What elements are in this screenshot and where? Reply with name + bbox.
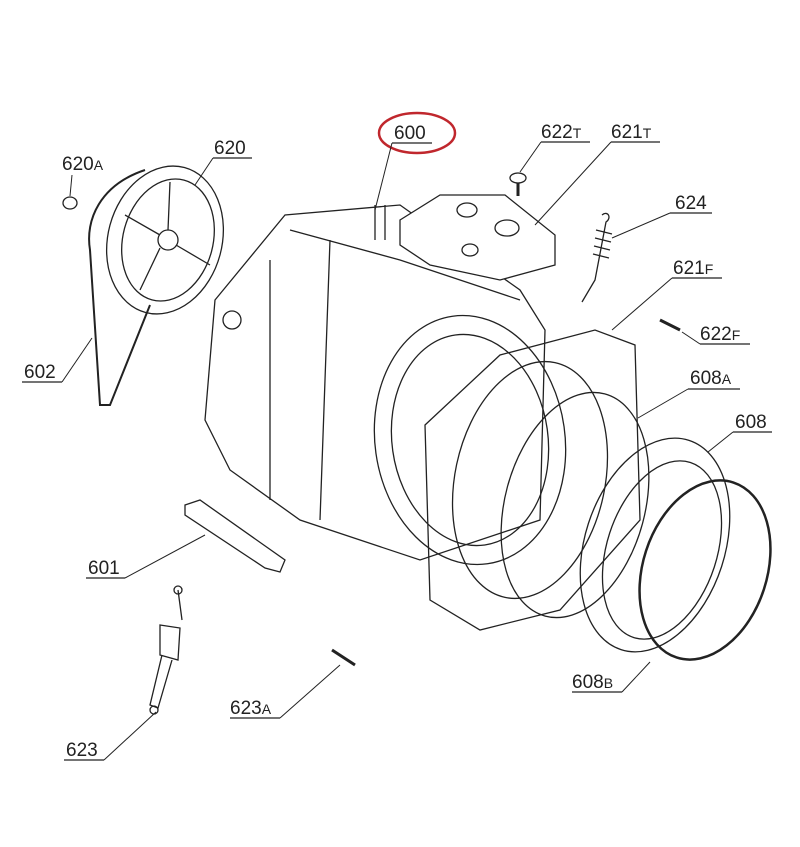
highlight-circle (377, 111, 457, 155)
top-counterweight-621t (399, 194, 556, 281)
svg-text:600: 600 (394, 123, 426, 144)
label-608b[interactable]: 608B (572, 661, 651, 693)
gasket-clip-608a (500, 391, 650, 619)
svg-text:602: 602 (24, 362, 56, 383)
label-623a[interactable]: 623A (230, 664, 341, 719)
label-624[interactable]: 624 (611, 193, 712, 239)
damper-623 (149, 585, 183, 715)
spring-624 (581, 212, 613, 303)
label-622f[interactable]: 622F (681, 324, 750, 345)
pulley-620 (105, 165, 225, 315)
svg-text:620A: 620A (62, 154, 104, 175)
label-620[interactable]: 620 (194, 138, 252, 186)
svg-text:623: 623 (66, 740, 98, 761)
label-608[interactable]: 608 (707, 412, 772, 453)
clamp-ring-608b (638, 479, 772, 661)
label-621f[interactable]: 621F (611, 258, 722, 331)
label-608a[interactable]: 608A (637, 368, 740, 419)
svg-text:621T: 621T (611, 122, 652, 143)
front-counterweight-621f (424, 329, 641, 631)
label-601[interactable]: 601 (86, 534, 206, 579)
svg-text:623A: 623A (230, 698, 272, 719)
svg-text:620: 620 (214, 138, 246, 159)
svg-text:601: 601 (88, 558, 120, 579)
belt-602 (88, 169, 151, 406)
svg-text:622T: 622T (541, 122, 582, 143)
nut-620a (62, 196, 78, 210)
label-621t[interactable]: 621T (534, 122, 660, 226)
label-623[interactable]: 623 (64, 711, 157, 761)
label-622t[interactable]: 622T (519, 122, 590, 173)
svg-text:608: 608 (735, 412, 767, 433)
door-gasket-608 (579, 437, 731, 653)
svg-text:621F: 621F (673, 258, 713, 279)
label-600[interactable]: 600 (374, 123, 432, 211)
screw-622f (659, 318, 681, 332)
svg-text:608A: 608A (690, 368, 732, 389)
label-602[interactable]: 602 (22, 337, 93, 383)
tub-600 (204, 204, 567, 566)
pin-623a (331, 648, 356, 667)
heater-601 (184, 499, 286, 573)
screw-622t (509, 172, 527, 196)
svg-text:622F: 622F (700, 324, 740, 345)
svg-text:608B: 608B (572, 672, 613, 693)
label-620a[interactable]: 620A (62, 154, 104, 197)
svg-text:624: 624 (675, 193, 707, 214)
